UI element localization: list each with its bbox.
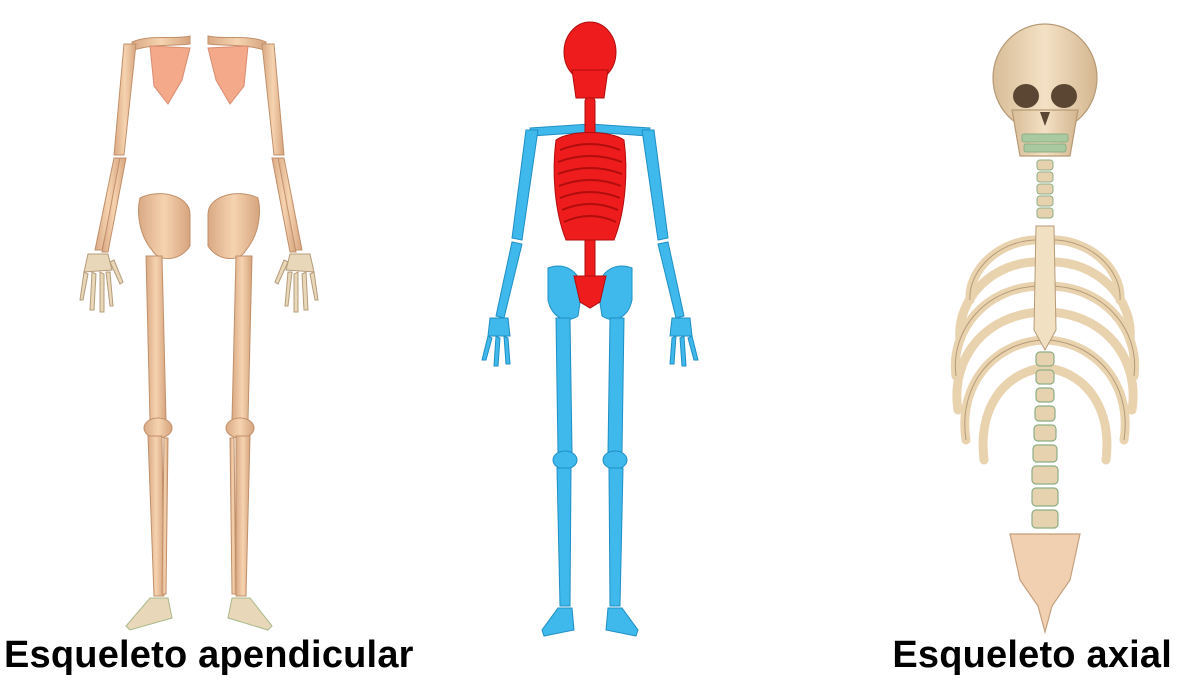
caption-axial-skeleton: Esqueleto axial [892, 636, 1172, 674]
appendicular-skeleton-illustration [40, 0, 360, 640]
axial-skeleton-illustration [930, 0, 1170, 640]
caption-appendicular-skeleton: Esqueleto apendicular [4, 636, 414, 674]
full-skeleton-illustration [460, 0, 720, 640]
